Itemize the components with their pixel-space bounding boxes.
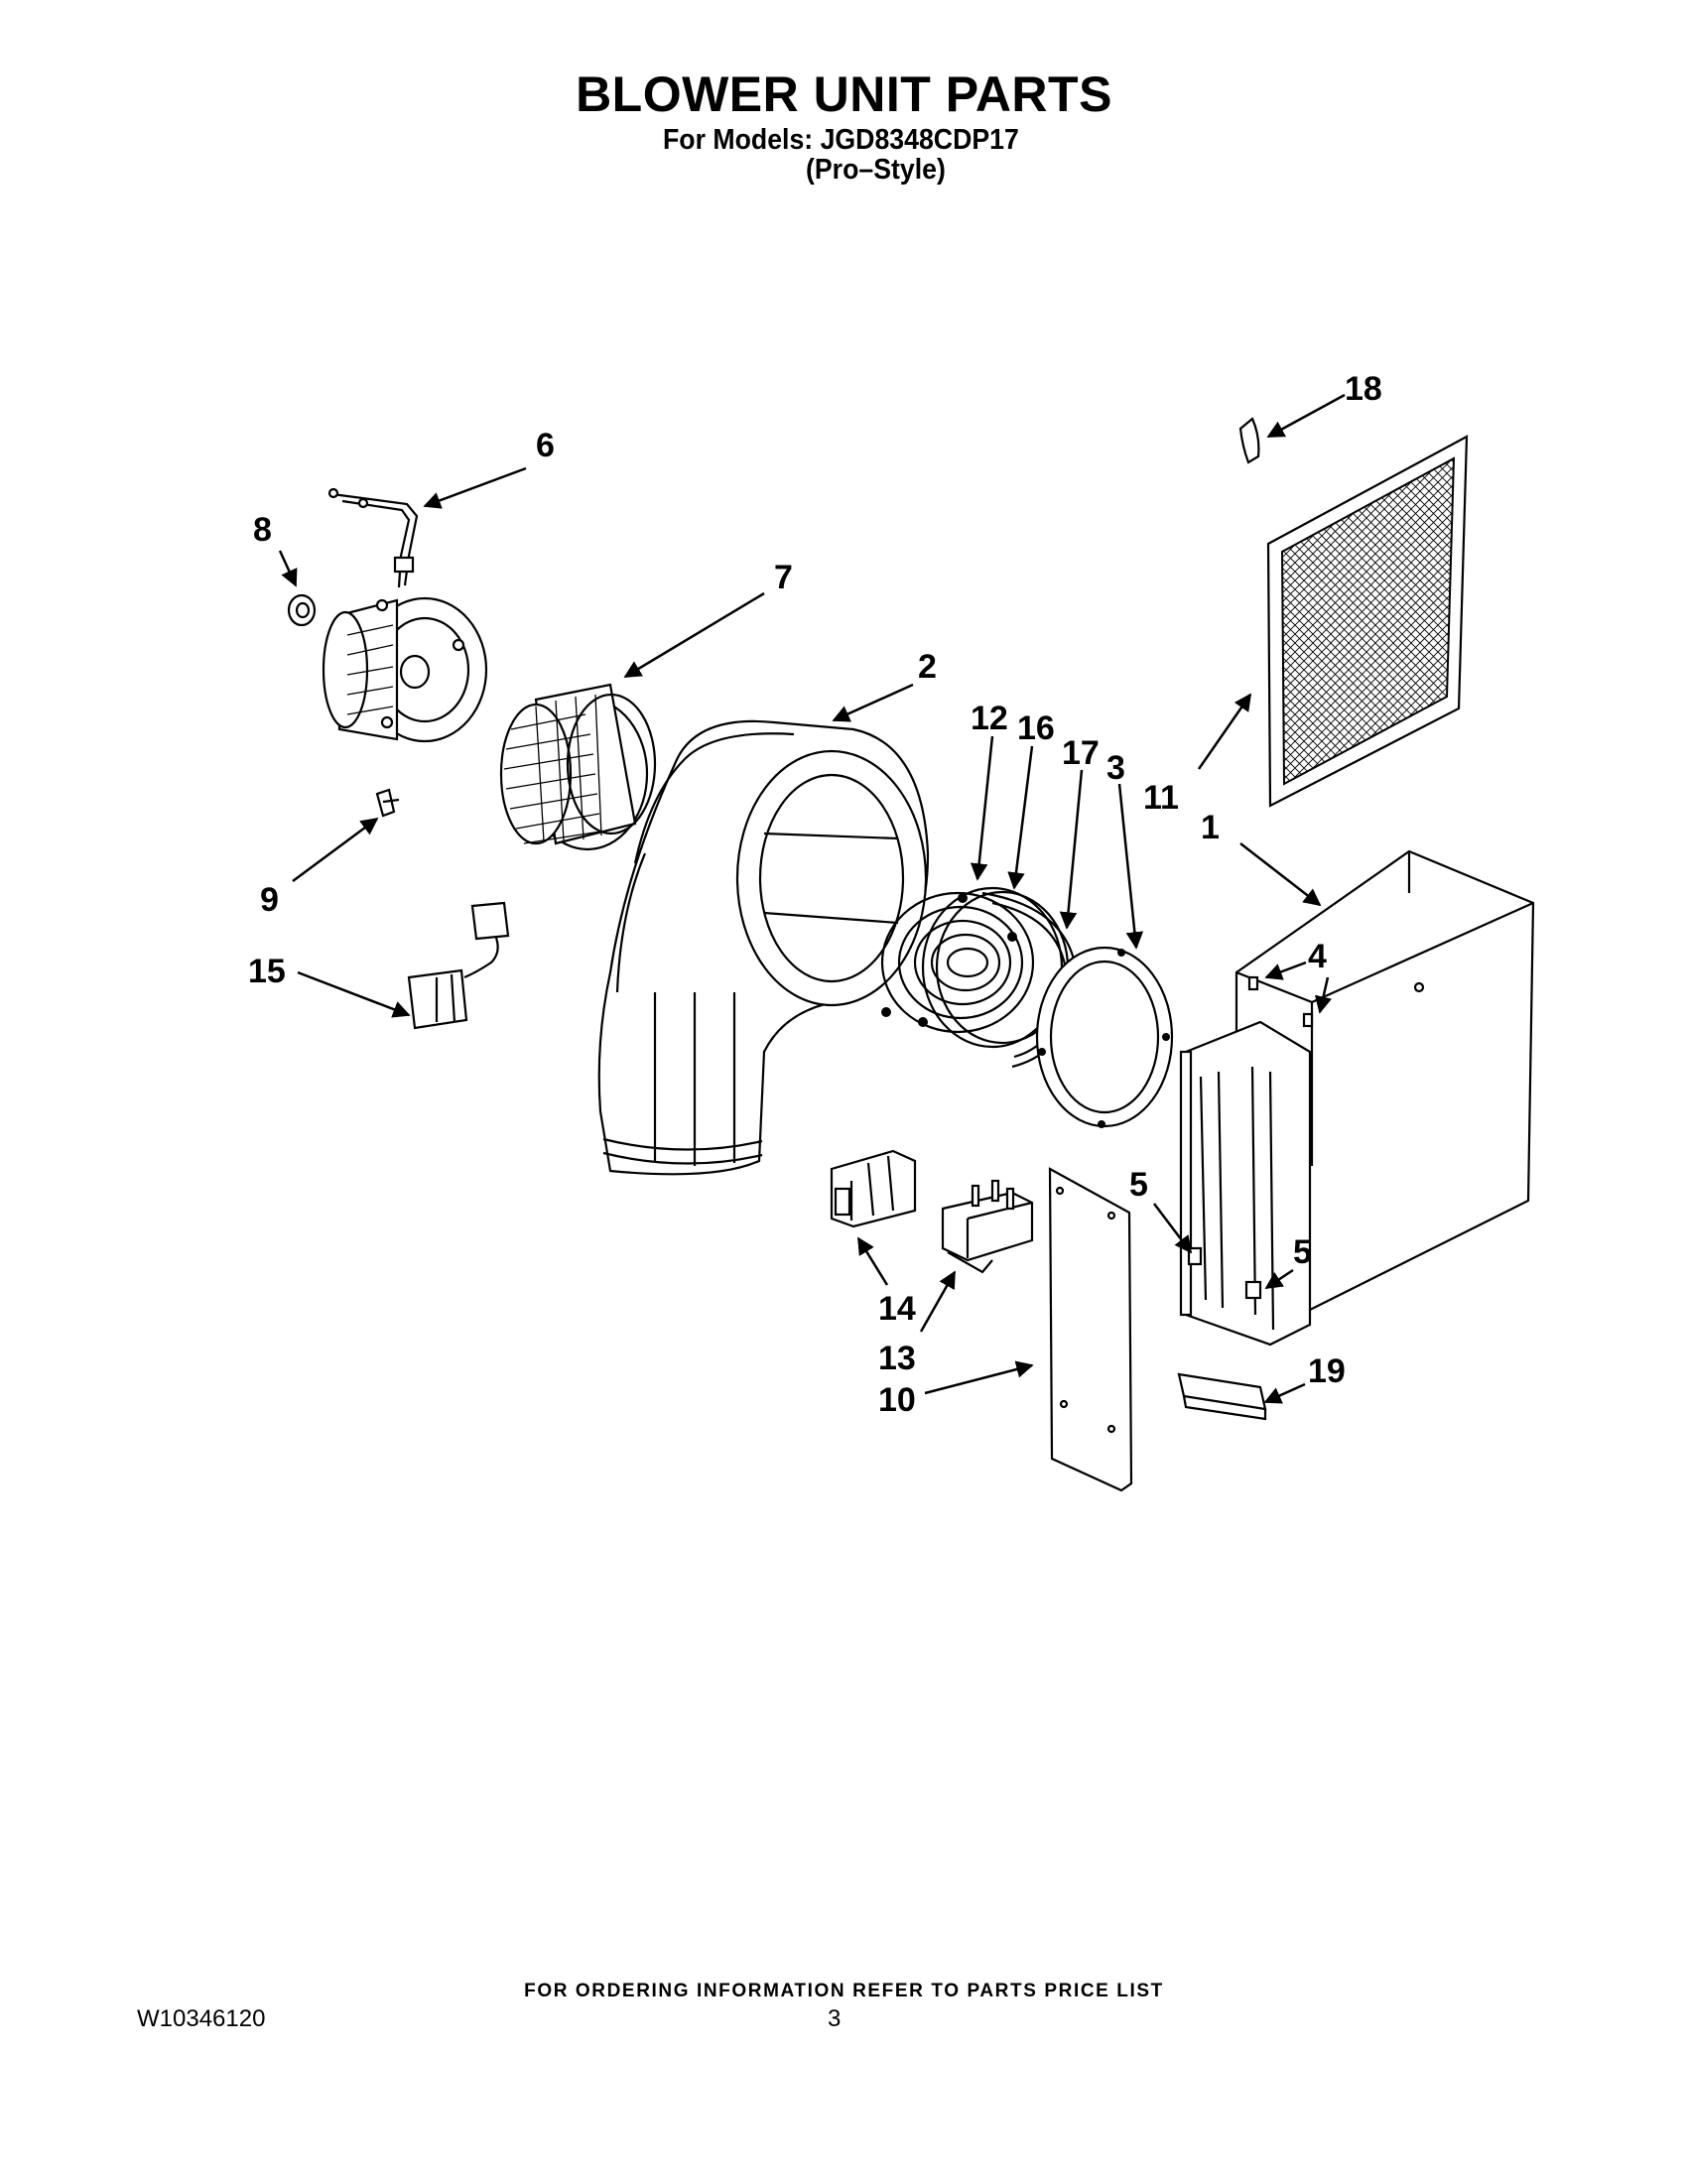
callout-16: 16 bbox=[1017, 709, 1055, 747]
callout-17: 17 bbox=[1062, 734, 1100, 772]
page-number: 3 bbox=[828, 2005, 842, 2032]
part-19-strip bbox=[1177, 1372, 1267, 1421]
callout-8: 8 bbox=[253, 511, 272, 549]
models-line: For Models: JGD8348CDP17 bbox=[663, 124, 1019, 156]
callout-5-left: 5 bbox=[1129, 1166, 1148, 1204]
document-number: W10346120 bbox=[137, 2005, 266, 2032]
motor-assembly bbox=[322, 596, 488, 743]
callout-13: 13 bbox=[878, 1340, 916, 1377]
part-3-gasket bbox=[1035, 946, 1174, 1128]
part-15-connector bbox=[407, 901, 510, 1030]
callout-9: 9 bbox=[260, 881, 279, 919]
callout-10: 10 bbox=[878, 1381, 916, 1419]
part-12-heating-element bbox=[880, 891, 1035, 1034]
part-9-screw bbox=[375, 788, 400, 818]
part-2-blower-housing bbox=[597, 719, 930, 1176]
callout-15: 15 bbox=[248, 953, 286, 990]
callout-3: 3 bbox=[1106, 749, 1125, 787]
part-6-wire-harness bbox=[327, 487, 419, 588]
callout-4: 4 bbox=[1308, 938, 1327, 975]
page-title: BLOWER UNIT PARTS bbox=[576, 66, 1112, 122]
callout-6: 6 bbox=[536, 427, 555, 464]
callout-19: 19 bbox=[1308, 1352, 1346, 1390]
callout-5-right: 5 bbox=[1293, 1233, 1312, 1271]
callout-7: 7 bbox=[774, 559, 793, 596]
callout-2: 2 bbox=[918, 648, 937, 686]
part-13-relay bbox=[941, 1179, 1034, 1274]
ordering-info-note: FOR ORDERING INFORMATION REFER TO PARTS … bbox=[524, 1981, 1164, 2001]
part-14-terminal-block bbox=[830, 1149, 917, 1228]
part-1-box-housing bbox=[1179, 849, 1535, 1347]
part-10-panel bbox=[1048, 1167, 1133, 1492]
callout-11: 11 bbox=[1143, 779, 1179, 817]
callout-12: 12 bbox=[971, 700, 1008, 737]
callout-1: 1 bbox=[1201, 809, 1220, 846]
leader-lines bbox=[278, 393, 1346, 1404]
part-18-clip bbox=[1238, 417, 1260, 464]
part-7-blower-wheel bbox=[499, 683, 657, 851]
part-11-filter bbox=[1266, 435, 1469, 808]
callout-18: 18 bbox=[1345, 370, 1382, 408]
model-style-note: (Pro–Style) bbox=[806, 154, 946, 186]
part-8-nut bbox=[287, 593, 317, 627]
callout-14: 14 bbox=[878, 1290, 916, 1328]
